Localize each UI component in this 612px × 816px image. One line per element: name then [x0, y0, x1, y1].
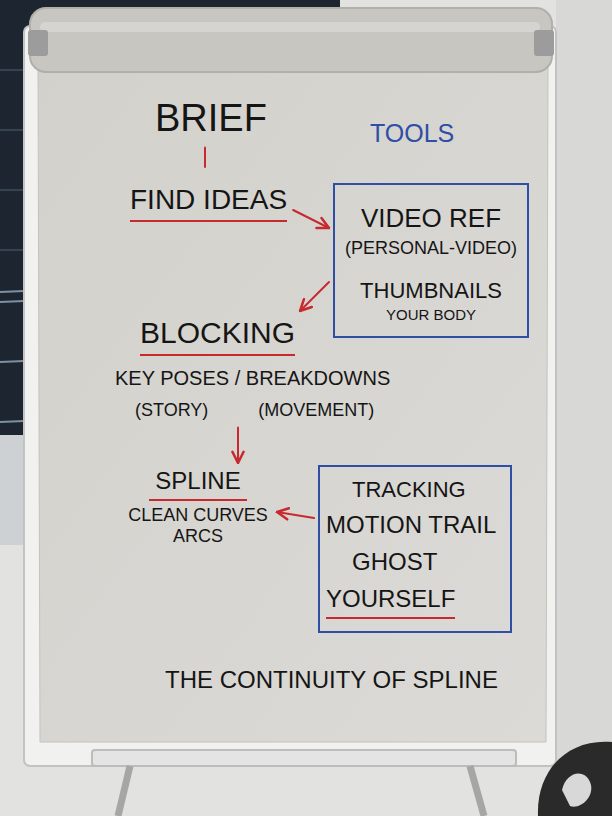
stage-detail: KEY POSES / BREAKDOWNS	[115, 366, 390, 390]
column-heading: TOOLS	[370, 118, 454, 148]
crumpled-paper	[562, 774, 591, 807]
paper-roll-highlight	[40, 22, 540, 32]
easel-leg	[118, 766, 130, 816]
tool-item: VIDEO REF	[345, 203, 517, 234]
stage-title: BLOCKING	[140, 315, 295, 356]
tool-item: YOURSELF	[326, 585, 455, 619]
paper-roll	[30, 8, 552, 72]
stage-heading: BLOCKING KEY POSES / BREAKDOWNS (STORY) (MO…	[115, 315, 390, 422]
tool-item: TRACKING	[352, 477, 496, 503]
stage-title: SPLINE	[149, 467, 246, 501]
easel-tray	[92, 750, 516, 766]
stage-note: (STORY)	[135, 400, 208, 422]
tool-item: MOTION TRAIL	[326, 511, 496, 540]
stage-title: BRIEF	[155, 96, 267, 142]
flipchart-paper	[38, 60, 548, 742]
trash-bag	[538, 742, 612, 816]
flow-arrow	[237, 428, 239, 463]
tools-box: VIDEO REF (PERSONAL-VIDEO) THUMBNAILS YOUR …	[333, 183, 529, 338]
tools-box: TRACKING MOTION TRAIL GHOST YOURSELF	[318, 465, 512, 633]
tool-item: GHOST	[352, 548, 496, 577]
stage-heading: SPLINE CLEAN CURVES ARCS	[123, 467, 273, 548]
roll-clamp	[28, 30, 48, 56]
easel-leg	[470, 766, 484, 816]
stage-heading: FIND IDEAS	[130, 183, 287, 222]
flow-arrow	[277, 512, 314, 518]
tool-item: THUMBNAILS	[345, 278, 517, 304]
flow-arrow	[204, 148, 206, 167]
easel-board	[24, 26, 556, 766]
tool-note: (PERSONAL-VIDEO)	[345, 238, 517, 260]
stage-title: FIND IDEAS	[130, 183, 287, 222]
footer-note: THE CONTINUITY OF SPLINE	[165, 666, 498, 695]
wall-shade	[556, 0, 612, 816]
roll-clamp	[534, 30, 554, 56]
stage-detail: CLEAN CURVES ARCS	[123, 505, 273, 548]
stage-heading: BRIEF	[155, 96, 267, 142]
tool-note: YOUR BODY	[345, 306, 517, 324]
stage-note: (MOVEMENT)	[258, 400, 374, 422]
flow-arrow	[293, 210, 329, 228]
flow-arrow	[300, 282, 329, 311]
